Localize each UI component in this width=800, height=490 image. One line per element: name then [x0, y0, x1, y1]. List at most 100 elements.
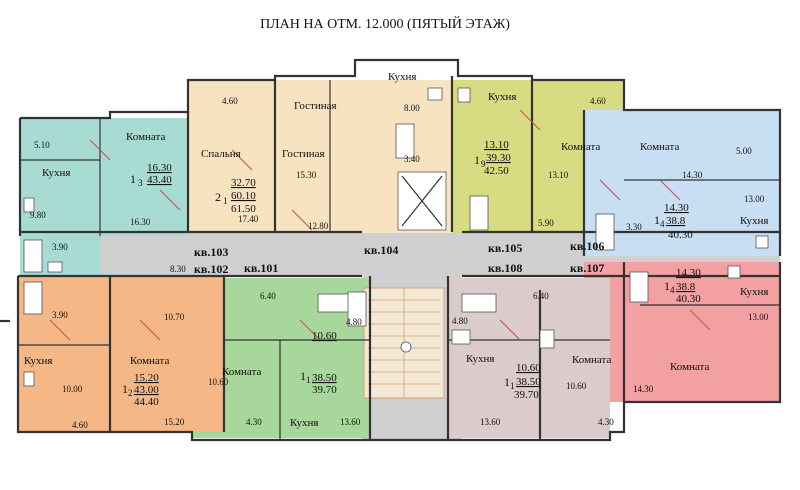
label-kv104: кв.104 [364, 243, 398, 257]
kv101-area-kitchen: 13.60 [340, 417, 361, 427]
kv102-room-komnata: Комната [130, 355, 169, 367]
kv103-area-balcony: 5.10 [34, 140, 50, 150]
apartment-102 [18, 276, 224, 432]
kv108-sub: 1 [510, 381, 515, 391]
kv105-index: 1 [474, 153, 480, 167]
label-kv105: кв.105 [488, 241, 522, 255]
kv104-living-area: 32.70 [231, 177, 256, 189]
kv106-area-kitchen: 13.00 [744, 194, 765, 204]
kv106-area-bath: 3.30 [626, 222, 642, 232]
apt107-fill [584, 262, 780, 402]
walls [16, 58, 782, 442]
kv108-area-room: 10.60 [566, 381, 587, 391]
kv102-area-kitchen: 10.00 [62, 384, 83, 394]
kv101-total: 39.70 [312, 384, 337, 396]
kv107-sub: 4 [670, 285, 675, 295]
plan-title: ПЛАН НА ОТМ. 12.000 (ПЯТЫЙ ЭТАЖ) [260, 15, 510, 32]
kv101-area-loggia: 4.30 [246, 417, 262, 427]
kv104-index: 2 [215, 190, 221, 204]
kv102-living-area: 15.20 [134, 372, 159, 384]
kv102-area-hall: 10.70 [164, 312, 185, 322]
kv108-area-hall: 6.40 [533, 291, 549, 301]
kv108-room-kukhnya: Кухня [466, 353, 494, 365]
kv105-area-room: 13.10 [548, 170, 569, 180]
label-kv102: кв.102 [194, 262, 228, 276]
label-kv107: кв.107 [570, 261, 604, 275]
kv103-room-kukhnya: Кухня [42, 167, 70, 179]
kv107-room-kukhnya: Кухня [740, 286, 768, 298]
kv106-living-area: 14.30 [664, 202, 689, 214]
label-kv103: кв.103 [194, 245, 228, 259]
kv108-area-bath: 4.80 [452, 316, 468, 326]
kv101-area-hall: 6.40 [260, 291, 276, 301]
kv108-index: 1 [504, 375, 510, 389]
kv105-area-hall: 5.90 [538, 218, 554, 228]
kv104-room-spalnya: Спальня [201, 148, 241, 160]
kv108-living-area: 10.60 [516, 362, 541, 374]
kv104-room-gostinaya-2: Гостиная [282, 148, 325, 160]
kv105-total: 42.50 [484, 165, 509, 177]
kv104-sub: 1 [223, 196, 228, 206]
kv104-area-balcony: 4.60 [222, 96, 238, 106]
kv104-room-kukhnya: Кухня [388, 71, 416, 83]
kv107-index: 1 [664, 279, 670, 293]
kv103-living-area: 16.30 [147, 162, 172, 174]
label-kv106: кв.106 [570, 239, 604, 253]
kv108-room-komnata: Комната [572, 354, 611, 366]
kv101-index: 1 [300, 369, 306, 383]
kv106-room-komnata: Комната [640, 141, 679, 153]
kv103-area-hall: 8.30 [170, 264, 186, 274]
kv106-total: 40.30 [668, 229, 693, 241]
kv103-area-kitchen: 9.80 [30, 210, 46, 220]
kv105-subtotal: 39.30 [486, 152, 511, 164]
kv103-area-bath: 3.90 [52, 242, 68, 252]
kv108-area-kitchen: 13.60 [480, 417, 501, 427]
kv102-index: 1 [122, 382, 128, 396]
kv107-room-komnata: Комната [670, 361, 709, 373]
dimension-ticks [49, 109, 711, 341]
kv104-area-hall: 12.80 [308, 221, 329, 231]
kv101-sub: 1 [306, 375, 311, 385]
kv108-subtotal: 38.50 [516, 376, 541, 388]
kv104-area-living: 15.30 [296, 170, 317, 180]
kv102-area-loggia: 4.60 [72, 420, 88, 430]
kv107-area-kitchen: 13.00 [748, 312, 769, 322]
kv103-index: 1 [130, 172, 136, 186]
kv103-sub: 3 [138, 178, 143, 188]
kv102-area-bath: 3.90 [52, 310, 68, 320]
kv101-room-komnata: Комната [222, 366, 261, 378]
kv107-area-room: 14.30 [633, 384, 654, 394]
kv107-subtotal: 38.8 [676, 281, 696, 293]
stair-landing [400, 341, 412, 353]
kv104-subtotal: 60.10 [231, 190, 256, 202]
kv107-total: 40.30 [676, 293, 701, 305]
kv102-area-room: 15.20 [164, 417, 185, 427]
apt102-fill [18, 276, 224, 432]
kv105-area-balcony: 4.60 [590, 96, 606, 106]
kv103-room-komnata: Комната [126, 131, 165, 143]
kv103-area-room: 16.30 [130, 217, 151, 227]
kv104-total: 61.50 [231, 203, 256, 215]
kv104-area-bedroom: 17.40 [238, 214, 259, 224]
kv101-living-area: 10.60 [312, 330, 337, 342]
kv104-room-gostinaya-1: Гостиная [294, 100, 337, 112]
kv106-room-kukhnya: Кухня [740, 215, 768, 227]
kv103-total: 43.40 [147, 174, 172, 186]
kv101-room-kukhnya: Кухня [290, 417, 318, 429]
kv101-area-bath: 4.80 [346, 317, 362, 327]
kv105-room-komnata: Комната [561, 141, 600, 153]
kv108-total: 39.70 [514, 389, 539, 401]
kv101-area-room: 10.60 [208, 377, 229, 387]
kv102-total: 44.40 [134, 396, 159, 408]
kv104-area-kitchen: 8.00 [404, 103, 420, 113]
kv102-subtotal: 43.00 [134, 384, 159, 396]
kv102-room-kukhnya: Кухня [24, 355, 52, 367]
kv105-sub: 9 [481, 159, 486, 169]
apartment-107 [584, 262, 780, 402]
kv102-sub: 2 [128, 388, 133, 398]
elevator-cross-2 [401, 175, 443, 227]
kv105-living-area: 13.10 [484, 139, 509, 151]
kv104-area-bath: 3.40 [404, 154, 420, 164]
kv106-subtotal: 38.8 [666, 215, 686, 227]
